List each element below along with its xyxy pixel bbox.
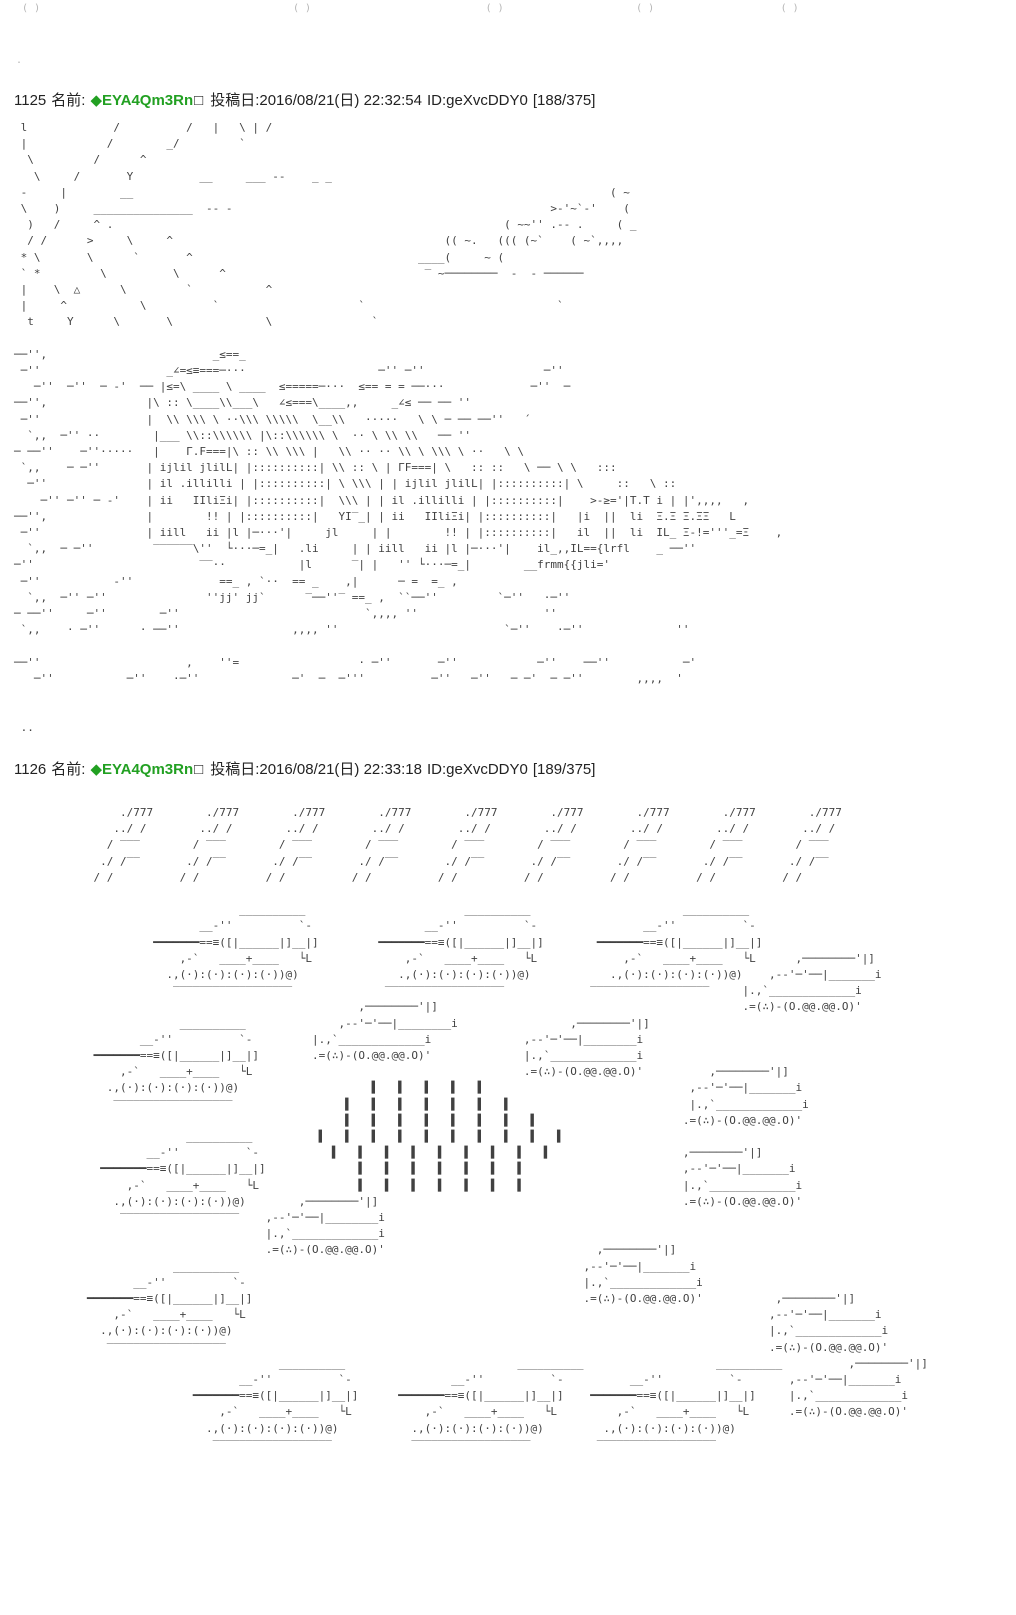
date-label: 投稿日: — [210, 92, 260, 109]
post-id: ID:geXvcDDY0 — [426, 760, 528, 778]
tripcode: ◆EYA4Qm3Rn — [90, 92, 194, 109]
name-label: 名前: — [51, 760, 86, 778]
name-label: 名前: — [51, 92, 86, 109]
post-count: [188/375] — [532, 92, 596, 109]
ascii-art-convoy: ./777 ./777 ./777 ./777 ./777 ./777 ./77… — [86, 805, 928, 1451]
ascii-art-scene: l / / | \ | / | / _/ ` \ / ^ \ / Y __ __… — [14, 121, 783, 734]
post-count: [189/375] — [532, 760, 596, 778]
tripcode: ◆EYA4Qm3Rn — [90, 760, 194, 778]
post-number: 1125 — [14, 92, 47, 109]
post-id: ID:geXvcDDY0 — [426, 92, 528, 109]
post-number: 1126 — [14, 760, 47, 778]
post-date: 2016/08/21(日) 22:32:54 — [259, 92, 422, 109]
post-date: 2016/08/21(日) 22:33:18 — [259, 760, 422, 778]
tofu-glyph: □ — [194, 760, 204, 778]
tofu-glyph: □ — [194, 92, 204, 109]
date-label: 投稿日: — [210, 760, 260, 778]
aa-fragment-top: ( ) ( ) ( ) ( ) ( ) . — [16, 3, 799, 66]
